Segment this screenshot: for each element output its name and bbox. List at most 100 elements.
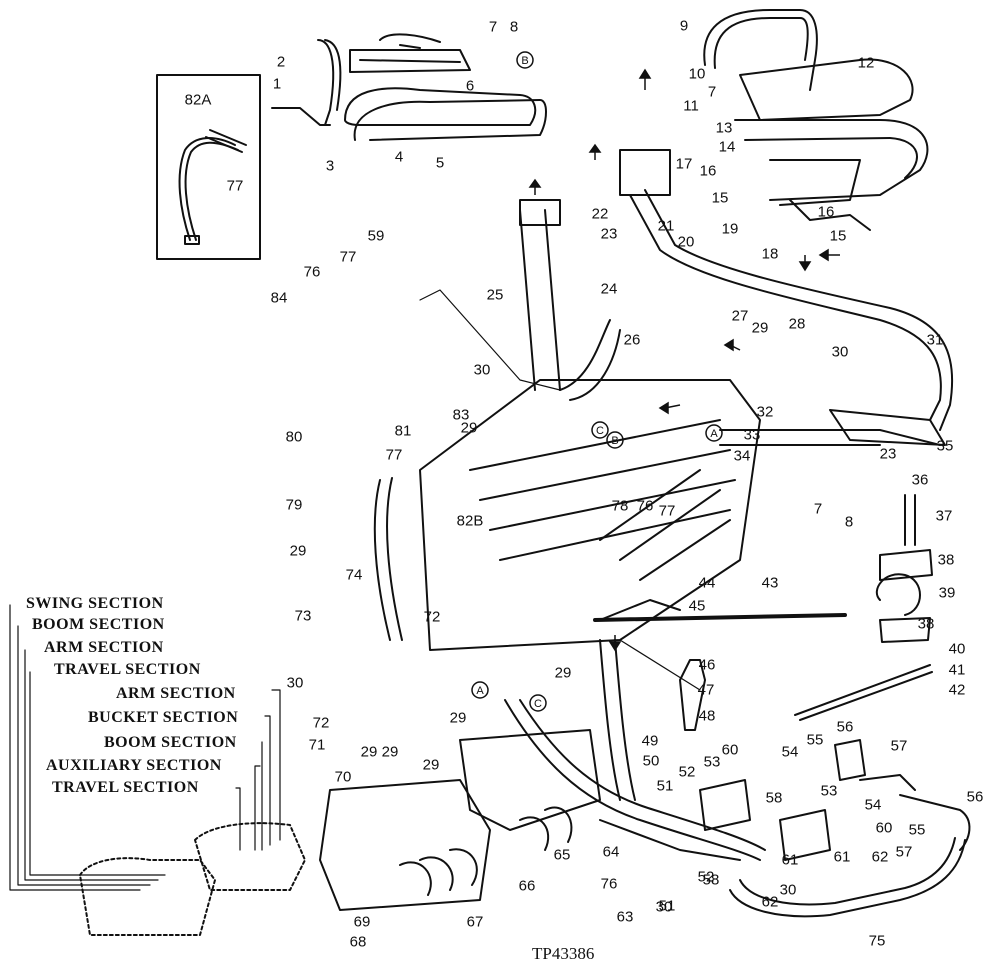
callout-number: 62 [761, 893, 779, 911]
callout-number: 37 [935, 507, 953, 525]
bolt-37 [904, 494, 916, 546]
section-label-boom-right: BOOM SECTION [104, 734, 237, 751]
callout-number: 30 [473, 361, 491, 379]
callout-number: 71 [308, 736, 326, 754]
callout-number: 61 [833, 848, 851, 866]
callout-number: 32 [756, 403, 774, 421]
callout-number: 30 [655, 898, 673, 916]
figure-id: TP43386 [532, 944, 595, 963]
callout-number: 30 [286, 674, 304, 692]
callout-number: 72 [423, 608, 441, 626]
callout-number: 29 [289, 542, 307, 560]
valve-body-right [459, 729, 601, 831]
marker-label: B [611, 435, 618, 447]
callout-number: 23 [600, 225, 618, 243]
inset-frame [156, 74, 261, 260]
fitting-57 [859, 774, 916, 791]
callout-number: 15 [829, 227, 847, 245]
callout-number: 3 [325, 157, 335, 175]
callout-number: 52 [678, 763, 696, 781]
callout-number: 66 [518, 877, 536, 895]
callout-number: 58 [702, 871, 720, 889]
callout-number: 53 [820, 782, 838, 800]
callout-number: 12 [857, 54, 875, 72]
callout-number: 7 [707, 83, 717, 101]
section-label-auxiliary: AUXILIARY SECTION [46, 757, 222, 774]
control-valve-cluster [419, 379, 761, 651]
hose-50 [599, 639, 636, 801]
marker-C-1 [529, 694, 547, 712]
callout-number: 55 [908, 821, 926, 839]
pipe-74 [373, 477, 403, 641]
callout-number: 59 [367, 227, 385, 245]
callout-number: 60 [721, 741, 739, 759]
ghost-valve-right [194, 822, 306, 891]
callout-number: 76 [600, 875, 618, 893]
callout-number: 57 [890, 737, 908, 755]
callout-number: 15 [711, 189, 729, 207]
callout-number: 9 [679, 17, 689, 35]
pipe-5 [353, 99, 547, 141]
marker-A-2 [471, 681, 489, 699]
bushing-39 [875, 573, 921, 616]
pipe-9 [703, 9, 818, 91]
callout-number: 83 [452, 406, 470, 424]
callout-number: 69 [353, 913, 371, 931]
callout-number: 28 [788, 315, 806, 333]
callout-number: 29 [751, 319, 769, 337]
callout-number: 55 [806, 731, 824, 749]
callout-number: 27 [731, 307, 749, 325]
strap-40 [794, 664, 933, 721]
callout-number: 20 [677, 233, 695, 251]
callout-number: 78 [611, 497, 629, 515]
callout-number: 29 [449, 709, 467, 727]
callout-number: 13 [715, 119, 733, 137]
callout-number: 46 [698, 656, 716, 674]
callout-number: 24 [600, 280, 618, 298]
callout-number: 60 [875, 819, 893, 837]
callout-number: 61 [781, 851, 799, 869]
callout-number: 51 [656, 777, 674, 795]
callout-number: 72 [312, 714, 330, 732]
fitting-47 [679, 659, 706, 731]
callout-number: 56 [836, 718, 854, 736]
callout-number: 44 [698, 574, 716, 592]
section-label-arm: ARM SECTION [44, 639, 164, 656]
callout-number: 76 [636, 497, 654, 515]
callout-number: 77 [658, 502, 676, 520]
pipe-27 [629, 194, 942, 421]
callout-number: 35 [936, 437, 954, 455]
callout-number: 30 [831, 343, 849, 361]
callout-number: 25 [486, 286, 504, 304]
valve-block-6 [349, 49, 471, 73]
callout-number: 77 [339, 248, 357, 266]
callout-number: 6 [465, 77, 475, 95]
callout-number: 65 [553, 846, 571, 864]
block-53a [699, 779, 751, 831]
callout-number: 18 [761, 245, 779, 263]
callout-number: 4 [394, 148, 404, 166]
inset-hose [178, 137, 236, 241]
fitting-45 [599, 599, 681, 621]
callout-number: 77 [226, 177, 244, 195]
pipe-3 [317, 39, 335, 126]
callout-number: 68 [349, 933, 367, 951]
section-label-boom: BOOM SECTION [32, 616, 165, 633]
hose-63 [729, 839, 966, 918]
marker-label: B [521, 55, 528, 67]
marker-label: A [710, 428, 718, 440]
callout-number: 67 [466, 913, 484, 931]
callout-number: 21 [657, 217, 675, 235]
callout-number: 51 [658, 897, 676, 915]
callout-number: 58 [765, 789, 783, 807]
callout-number: 48 [698, 707, 716, 725]
pipe-14 [734, 119, 929, 201]
callout-number: 79 [285, 496, 303, 514]
callout-number: 43 [761, 574, 779, 592]
callout-number: 19 [721, 220, 739, 238]
section-label-arm-right: ARM SECTION [116, 685, 236, 702]
section-label-swing: SWING SECTION [26, 595, 164, 612]
callout-number: 56 [966, 788, 984, 806]
callout-number: 82B [456, 512, 484, 530]
